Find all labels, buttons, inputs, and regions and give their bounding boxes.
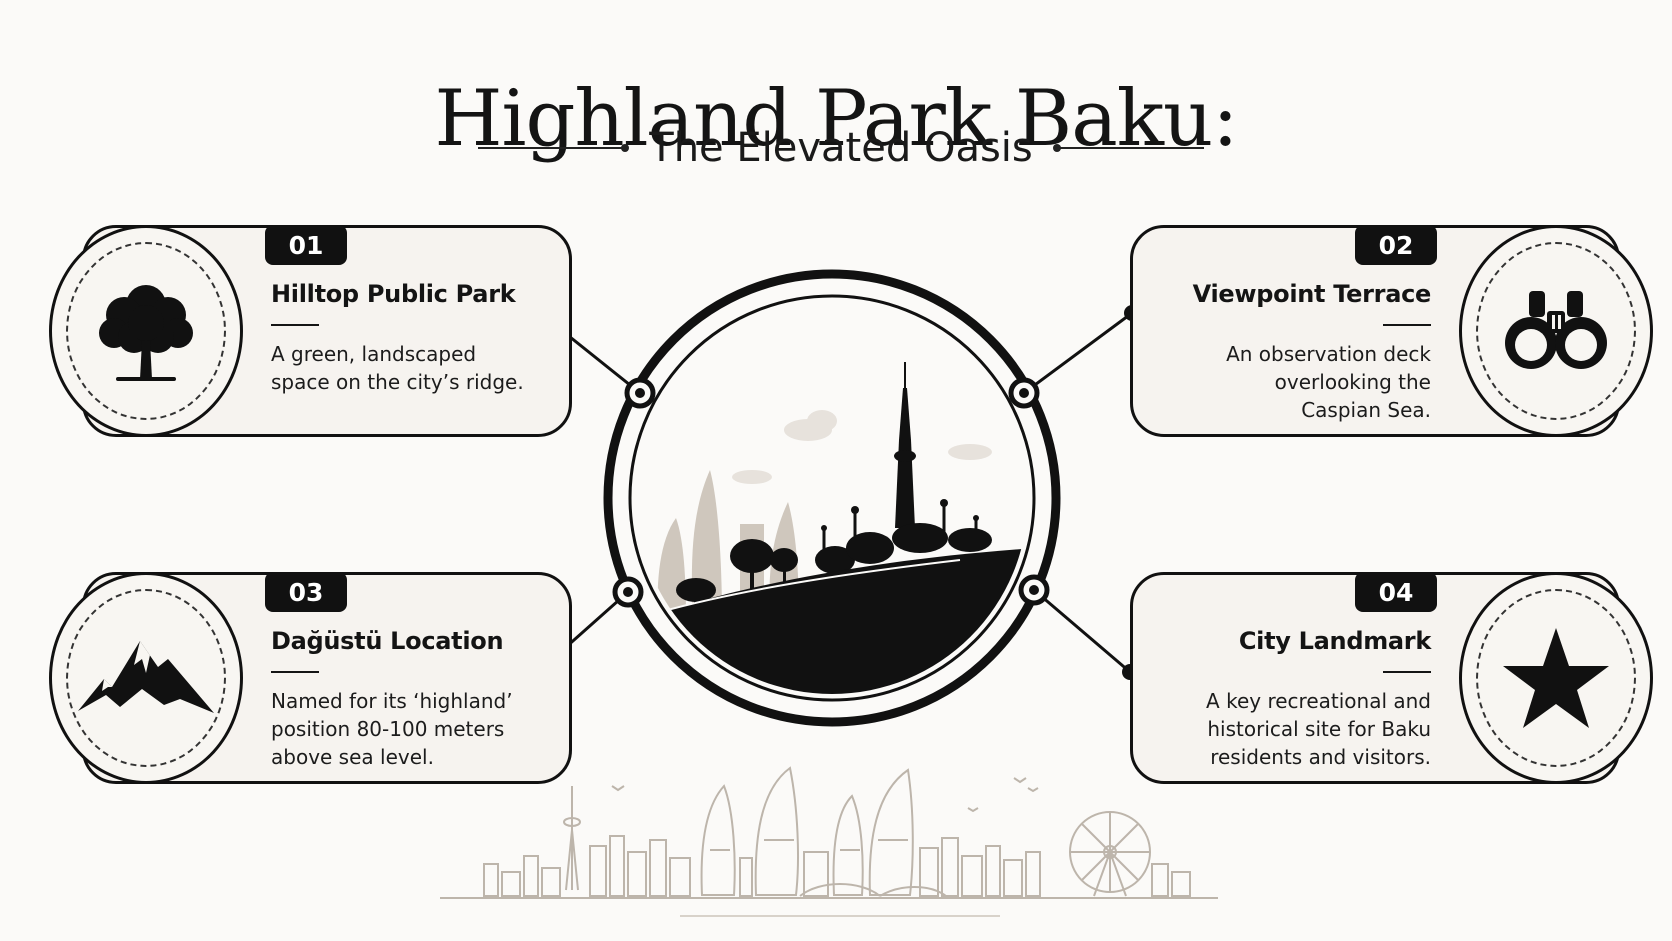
card-body-line: An observation deck bbox=[1226, 342, 1431, 366]
feature-card-02: 02 Viewpoint Terrace An observation deck… bbox=[1130, 225, 1653, 437]
card-divider-02 bbox=[1383, 324, 1431, 326]
card-body-01: A green, landscaped space on the city’s … bbox=[271, 340, 531, 396]
icon-circle-03 bbox=[49, 572, 243, 784]
feature-card-03: 03 Dağüstü Location Named for its ‘highl… bbox=[49, 572, 572, 784]
hill-trees-icon bbox=[676, 523, 992, 616]
connector-line-02 bbox=[1023, 311, 1133, 395]
card-divider-03 bbox=[271, 671, 319, 673]
hill-railing bbox=[659, 559, 961, 613]
icon-circle-01 bbox=[49, 225, 243, 437]
card-body-line: Named for its ‘highland’ bbox=[271, 689, 513, 713]
card-body-line: space on the city’s ridge. bbox=[271, 370, 524, 394]
card-body-line: A green, landscaped bbox=[271, 342, 477, 366]
card-text-01: Hilltop Public Park A green, landscaped … bbox=[271, 280, 531, 396]
connector-line-04 bbox=[1033, 588, 1131, 674]
card-body-line: residents and visitors. bbox=[1210, 745, 1431, 769]
subtitle-rule-right bbox=[1052, 144, 1205, 152]
page-title: Highland Park Baku: bbox=[434, 74, 1239, 165]
card-body-line: overlooking the bbox=[1274, 370, 1431, 394]
cloud-icon bbox=[732, 410, 992, 484]
card-body-line: position 80-100 meters bbox=[271, 717, 505, 741]
page-subtitle: The Elevated Oasis bbox=[649, 125, 1033, 171]
card-number-03: 03 bbox=[265, 572, 347, 612]
subtitle-row: The Elevated Oasis bbox=[478, 118, 1205, 178]
icon-circle-02 bbox=[1459, 225, 1653, 437]
card-body-03: Named for its ‘highland’ position 80-100… bbox=[271, 687, 531, 771]
card-title-03: Dağüstü Location bbox=[271, 627, 504, 655]
card-title-02: Viewpoint Terrace bbox=[1192, 280, 1432, 308]
card-divider-01 bbox=[271, 324, 319, 326]
feature-card-04: 04 City Landmark A key recreational and … bbox=[1130, 572, 1653, 784]
card-body-02: An observation deck overlooking the Casp… bbox=[1171, 340, 1431, 424]
ferris-wheel-icon bbox=[1069, 811, 1151, 897]
card-body-line: above sea level. bbox=[271, 745, 434, 769]
tree-icon bbox=[99, 285, 193, 381]
feature-card-01: 01 Hilltop Public Park A green, landscap… bbox=[49, 225, 572, 437]
card-body-line: Caspian Sea. bbox=[1301, 398, 1431, 422]
mountain-icon bbox=[78, 641, 214, 713]
card-text-04: City Landmark A key recreational and his… bbox=[1171, 627, 1431, 771]
card-text-02: Viewpoint Terrace An observation deck ov… bbox=[1171, 280, 1432, 424]
tv-tower-icon bbox=[894, 362, 916, 528]
card-number-04: 04 bbox=[1355, 572, 1437, 612]
skyline-flame-towers-icon bbox=[700, 766, 914, 896]
card-divider-04 bbox=[1383, 671, 1431, 673]
card-number-02: 02 bbox=[1355, 225, 1437, 265]
card-number-01: 01 bbox=[265, 225, 347, 265]
binoculars-icon bbox=[1505, 291, 1607, 369]
card-title-01: Hilltop Public Park bbox=[271, 280, 516, 308]
skyline-tv-tower-icon bbox=[563, 786, 581, 891]
star-icon bbox=[1503, 628, 1609, 728]
card-title-04: City Landmark bbox=[1238, 627, 1431, 655]
birds-icon bbox=[611, 777, 1039, 813]
card-text-03: Dağüstü Location Named for its ‘highland… bbox=[271, 627, 531, 771]
hero-inner-ring bbox=[628, 294, 1036, 702]
skyline-buildings bbox=[483, 835, 1191, 897]
icon-circle-04 bbox=[1459, 572, 1653, 784]
card-body-line: A key recreational and bbox=[1206, 689, 1431, 713]
subtitle-rule-left bbox=[478, 144, 630, 152]
card-body-line: historical site for Baku bbox=[1207, 717, 1431, 741]
card-body-04: A key recreational and historical site f… bbox=[1171, 687, 1431, 771]
